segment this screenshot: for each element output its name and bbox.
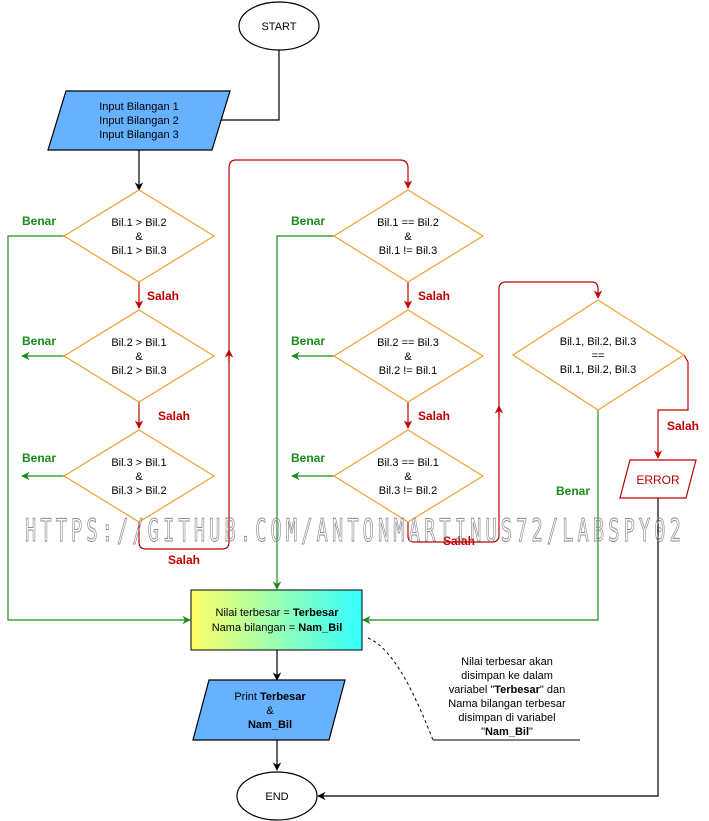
decision-all-equal: Bil.1, Bil.2, Bil.3 == Bil.1, Bil.2, Bil… bbox=[511, 299, 686, 411]
note-line: disimpan di variabel bbox=[458, 712, 555, 724]
decision-text: & bbox=[404, 351, 412, 363]
salah-label: Salah bbox=[667, 419, 699, 433]
decision-text: Bil.1 == Bil.2 bbox=[377, 217, 439, 229]
note-line: variabel "Terbesar" dan bbox=[449, 684, 565, 696]
start-terminator: START bbox=[238, 1, 320, 51]
branch-labels: Benar Benar Benar Benar Benar Benar Bena… bbox=[22, 214, 699, 567]
note-dashed-line bbox=[367, 637, 434, 741]
decision-text: Bil.1 > Bil.2 bbox=[111, 217, 166, 229]
decision-text: Bil.3 == Bil.1 bbox=[377, 457, 439, 469]
benar-label: Benar bbox=[22, 451, 56, 465]
error-to-end-arrow bbox=[317, 498, 659, 801]
salah-label: Salah bbox=[418, 289, 450, 303]
green-connectors bbox=[7, 235, 599, 625]
benar-label: Benar bbox=[22, 214, 56, 228]
decision-bil3-greatest: Bil.3 > Bil.1 & Bil.3 > Bil.2 bbox=[62, 429, 216, 523]
decision-bil1-eq-bil2: Bil.1 == Bil.2 & Bil.1 != Bil.3 bbox=[332, 189, 485, 283]
start-label: START bbox=[261, 21, 296, 33]
decision-bil3-eq-bil1: Bil.3 == Bil.1 & Bil.3 != Bil.2 bbox=[332, 429, 485, 523]
decision-text: & bbox=[135, 471, 143, 483]
decision-text: Bil.2 != Bil.1 bbox=[379, 365, 437, 377]
decision-text: Bil.1, Bil.2, Bil.3 bbox=[560, 364, 636, 376]
decision-text: == bbox=[592, 350, 605, 362]
note-line: Nilai terbesar akan bbox=[461, 656, 553, 668]
benar-label: Benar bbox=[556, 484, 590, 498]
decision-text: & bbox=[135, 351, 143, 363]
result-line-2: Nama bilangan = Nam_Bil bbox=[212, 622, 343, 634]
result-line-1: Nilai terbesar = Terbesar bbox=[216, 607, 340, 619]
decision-text: & bbox=[404, 231, 412, 243]
decision-text: Bil.2 > Bil.1 bbox=[111, 337, 166, 349]
salah-label: Salah bbox=[443, 534, 475, 548]
input-parallelogram: Input Bilangan 1 Input Bilangan 2 Input … bbox=[47, 90, 231, 151]
input-line-1: Input Bilangan 1 bbox=[99, 101, 179, 113]
watermark-text: HTTPS://GITHUB.COM/ANTONMARTINUS72/LABSP… bbox=[25, 513, 685, 549]
benar-label: Benar bbox=[291, 334, 325, 348]
print-line-2: & bbox=[266, 705, 274, 717]
error-output: ERROR bbox=[619, 459, 697, 499]
decision-text: & bbox=[135, 231, 143, 243]
salah-label: Salah bbox=[147, 289, 179, 303]
error-label: ERROR bbox=[636, 473, 680, 487]
note-line: "Nam_Bil" bbox=[481, 726, 533, 738]
decision-bil2-eq-bil3: Bil.2 == Bil.3 & Bil.2 != Bil.1 bbox=[332, 309, 485, 403]
result-process-box: Nilai terbesar = Terbesar Nama bilangan … bbox=[190, 589, 363, 651]
decision-text: Bil.3 > Bil.1 bbox=[111, 457, 166, 469]
decision-text: Bil.1, Bil.2, Bil.3 bbox=[560, 336, 636, 348]
note-line: Nama bilangan terbesar bbox=[448, 698, 566, 710]
end-label: END bbox=[265, 791, 288, 803]
decision-text: Bil.1 > Bil.3 bbox=[111, 245, 166, 257]
end-terminator: END bbox=[236, 771, 318, 821]
annotation-note: Nilai terbesar akan disimpan ke dalam va… bbox=[448, 656, 566, 738]
decision-bil1-greatest: Bil.1 > Bil.2 & Bil.1 > Bil.3 bbox=[62, 189, 216, 283]
col2-d1-benar-arrow bbox=[272, 235, 334, 590]
decision-text: Bil.2 > Bil.3 bbox=[111, 365, 166, 377]
col1-d1-benar-arrow bbox=[7, 235, 191, 625]
col3-benar-arrow bbox=[362, 410, 599, 625]
note-line: disimpan ke dalam bbox=[461, 670, 553, 682]
benar-label: Benar bbox=[291, 214, 325, 228]
print-line-3: Nam_Bil bbox=[248, 719, 292, 731]
input-line-3: Input Bilangan 3 bbox=[99, 129, 179, 141]
black-connectors bbox=[134, 50, 659, 801]
decision-text: Bil.1 != Bil.3 bbox=[379, 245, 437, 257]
red-connectors bbox=[134, 159, 689, 550]
input-line-2: Input Bilangan 2 bbox=[99, 115, 179, 127]
decision-bil2-greatest: Bil.2 > Bil.1 & Bil.2 > Bil.3 bbox=[62, 309, 216, 403]
salah-label: Salah bbox=[158, 409, 190, 423]
salah-label: Salah bbox=[418, 409, 450, 423]
benar-label: Benar bbox=[291, 451, 325, 465]
decision-text: & bbox=[404, 471, 412, 483]
print-parallelogram: Print Terbesar & Nam_Bil bbox=[192, 679, 346, 741]
salah-label: Salah bbox=[168, 553, 200, 567]
decision-text: Bil.3 != Bil.2 bbox=[379, 485, 437, 497]
decision-text: Bil.2 == Bil.3 bbox=[377, 337, 439, 349]
start-to-input-arrow bbox=[212, 50, 280, 125]
col3-salah-arrow bbox=[653, 354, 689, 459]
print-line-1: Print Terbesar bbox=[234, 691, 306, 703]
benar-label: Benar bbox=[22, 334, 56, 348]
decision-text: Bil.3 > Bil.2 bbox=[111, 485, 166, 497]
